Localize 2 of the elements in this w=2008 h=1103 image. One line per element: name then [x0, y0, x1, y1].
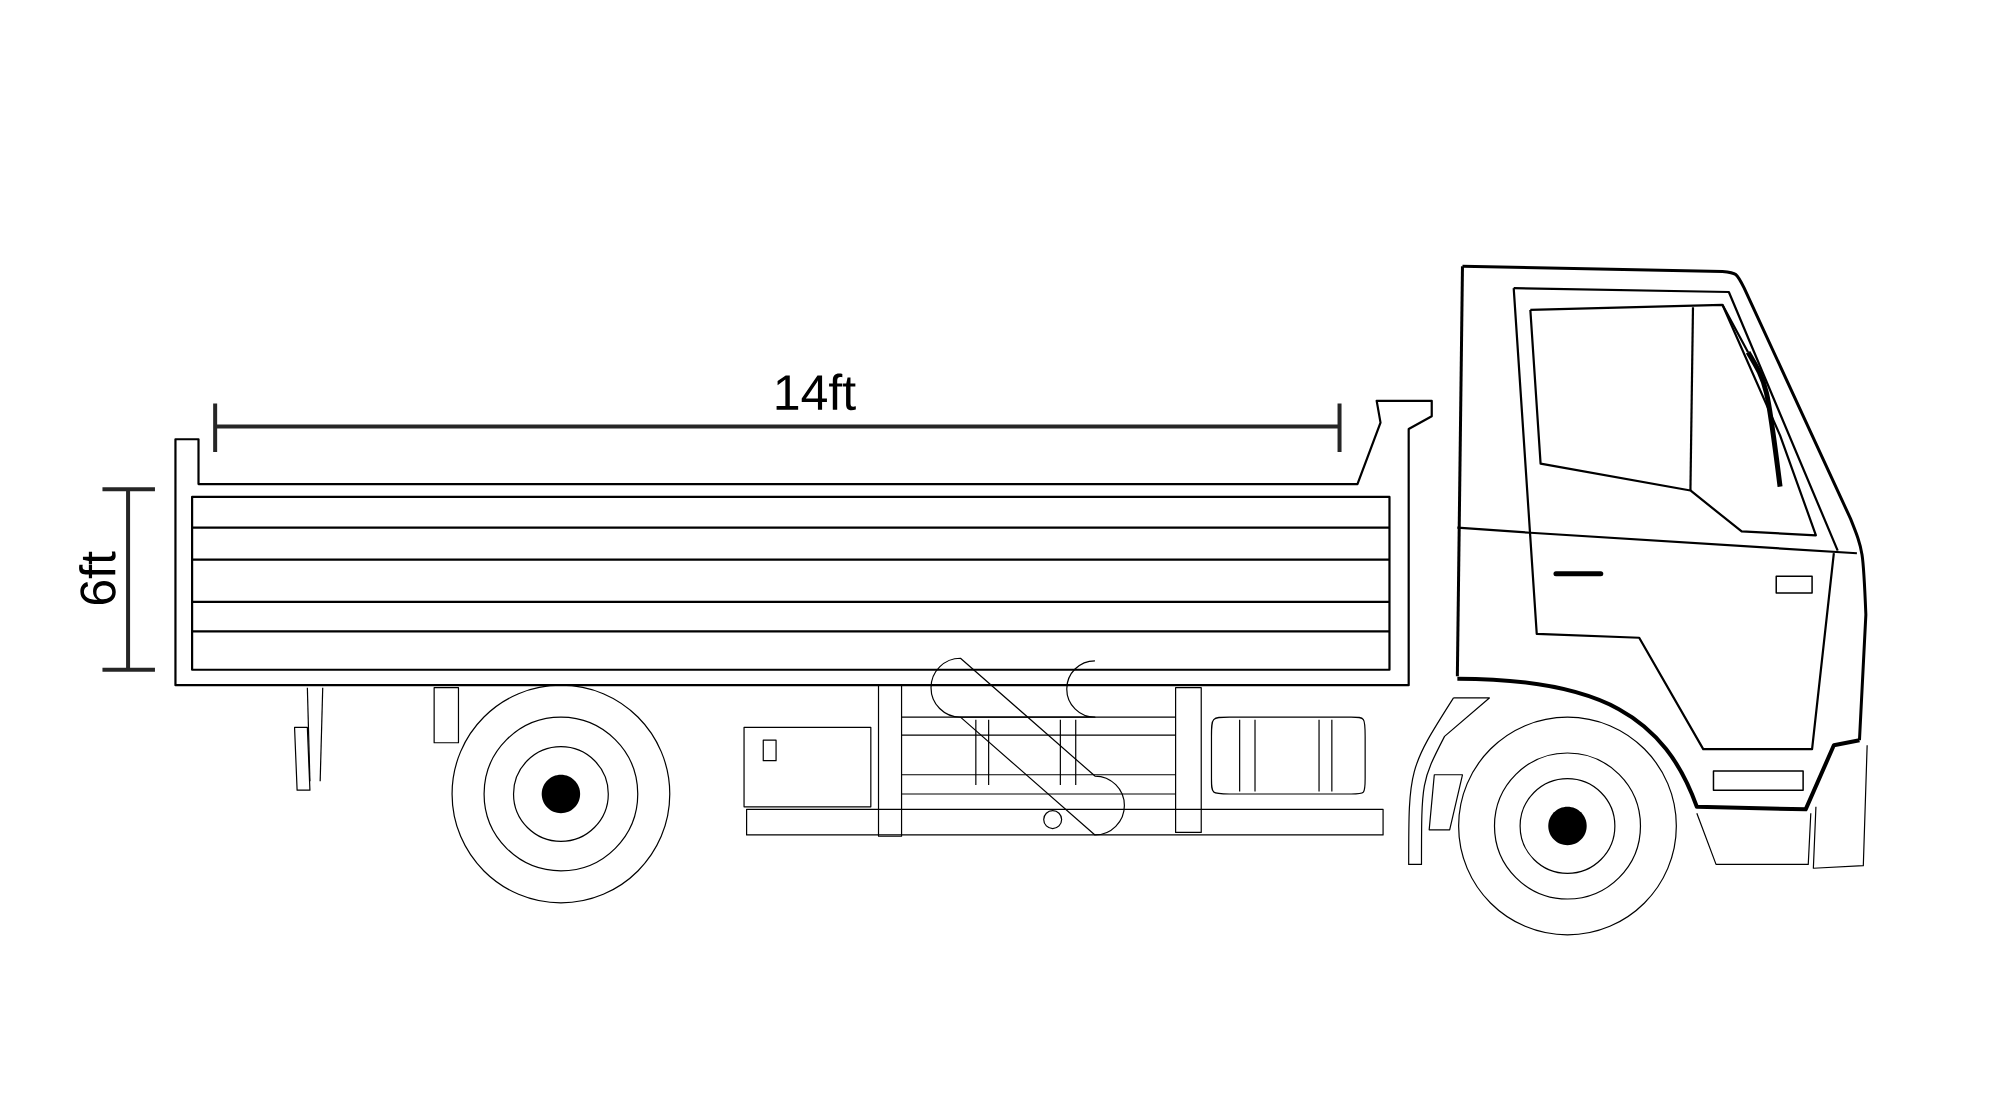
dimension-label: 14ft: [776, 373, 856, 411]
dimension-label: 6ft: [79, 551, 116, 605]
